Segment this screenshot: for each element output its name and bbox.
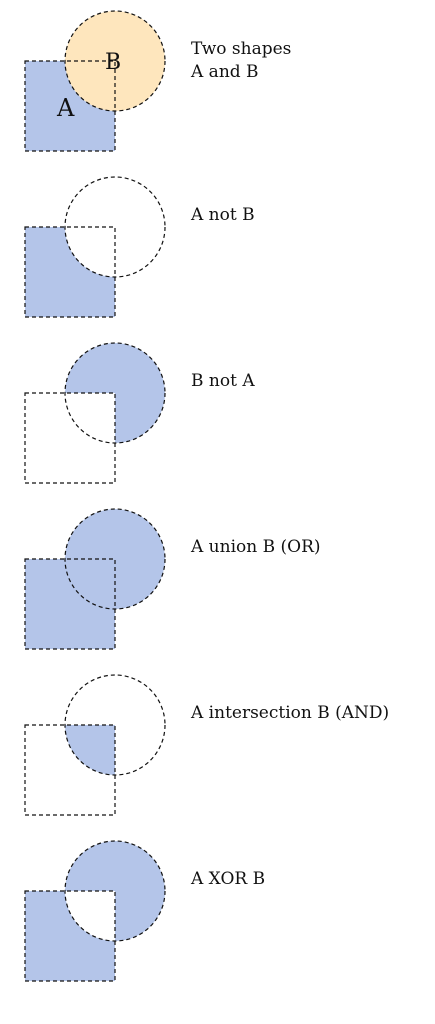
shape-b-fill: [65, 11, 165, 111]
circle-outline: [64, 840, 166, 942]
intersection-region: [65, 725, 115, 775]
panel-a-not-b: A not B: [24, 176, 255, 318]
square-outline: [24, 226, 116, 318]
panel-caption-line: A not B: [190, 205, 255, 225]
b-not-a-region: [65, 343, 165, 443]
square-outline: [24, 558, 116, 650]
shape-a-label: A: [56, 94, 75, 122]
circle-outline: [64, 176, 166, 278]
panel-caption-line: Two shapes: [191, 39, 291, 59]
panel-caption-line: A and B: [190, 62, 259, 82]
square-outline: [24, 724, 116, 816]
panel-caption-line: A intersection B (AND): [190, 703, 389, 723]
panel-a-union-b: A union B (OR): [24, 508, 321, 650]
circle-outline: [64, 10, 166, 112]
circle-outline: [64, 508, 166, 610]
panel-b-not-a: B not A: [24, 342, 255, 484]
circle-outline: [64, 342, 166, 444]
panels-layer: A B Two shapes A and B A not B B not A A union…: [24, 10, 389, 982]
panel-caption-line: A XOR B: [190, 869, 265, 889]
a-not-b-region: [25, 227, 115, 317]
xor-circle-region: [65, 841, 165, 941]
panel-two-shapes: A B Two shapes A and B: [24, 10, 291, 152]
square-outline: [24, 60, 116, 152]
square-outline: [24, 392, 116, 484]
panel-caption-line: A union B (OR): [190, 537, 321, 557]
union-circle-region: [65, 509, 165, 609]
panel-a-xor-b: A XOR B: [24, 840, 265, 982]
circle-outline: [64, 674, 166, 776]
shape-b-label: B: [105, 50, 121, 75]
panel-caption-line: B not A: [191, 371, 255, 391]
panel-a-intersection-b: A intersection B (AND): [24, 674, 389, 816]
square-outline: [24, 890, 116, 982]
